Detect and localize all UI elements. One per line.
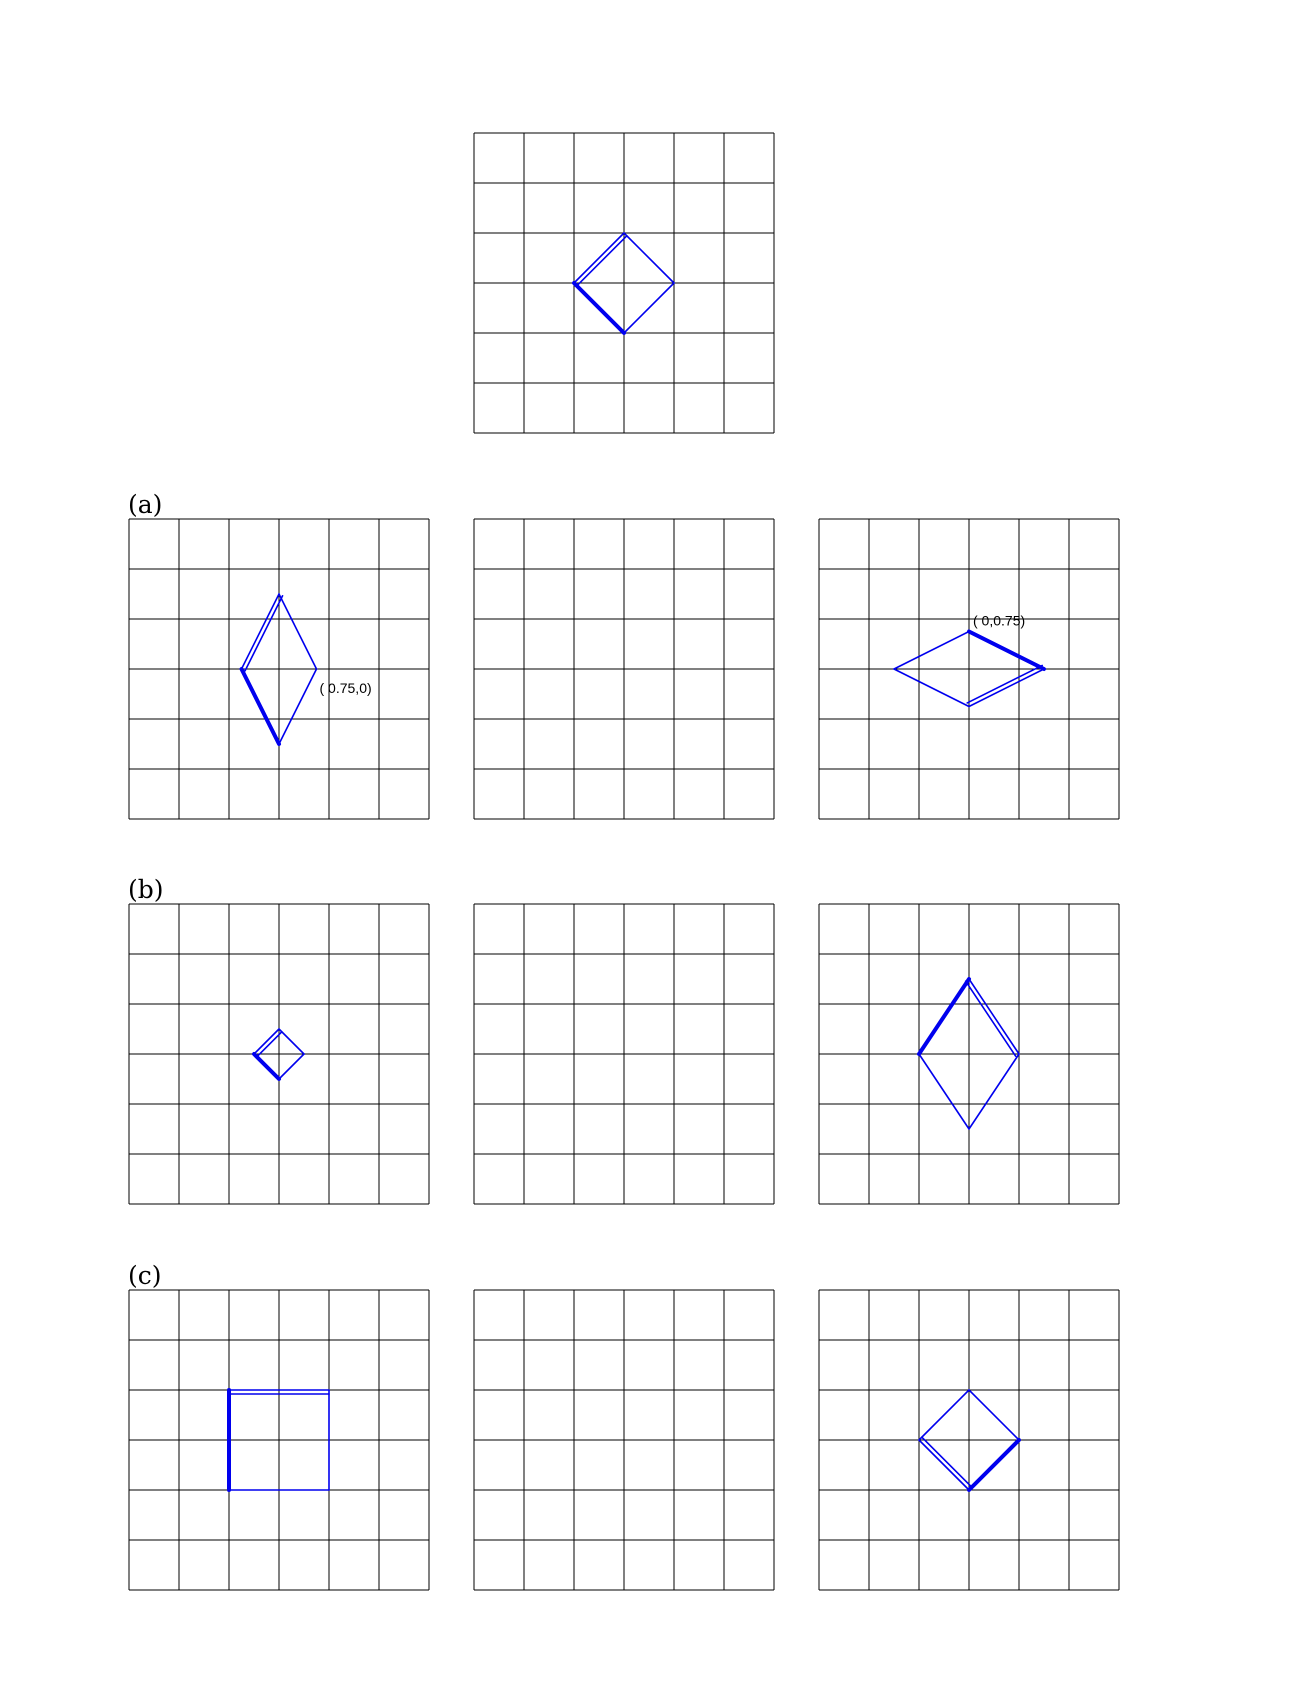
shape-edge: [278, 668, 318, 745]
figure-row: (c): [128, 1261, 1120, 1591]
grid-panel: ( 0.75,0): [128, 518, 430, 820]
shape-edge: [623, 282, 675, 334]
panels-layer: (a) ( 0.75,0) ( 0,0.75) (b) (c): [128, 132, 1120, 1591]
transformed-shape: [918, 1389, 1021, 1492]
shape-edge: [893, 668, 970, 708]
shape-edge-double: [240, 593, 280, 670]
figure-row: (a) ( 0.75,0) ( 0,0.75): [128, 490, 1120, 820]
shape-edge-double: [968, 668, 1045, 708]
grid: [818, 518, 1120, 820]
shape-edge-double-inner: [921, 1436, 973, 1488]
shape-edge-thick: [967, 629, 1046, 671]
transformed-shape: [227, 1388, 330, 1492]
grid-panel: [473, 132, 775, 434]
shape-edge: [623, 232, 675, 284]
shape-edge-thick: [967, 1438, 1021, 1492]
grid-panel: [818, 903, 1120, 1205]
shape-edge-double-inner: [964, 980, 1017, 1058]
grid: [818, 903, 1120, 1205]
shape-edge: [968, 1389, 1020, 1441]
grid: [128, 903, 430, 1205]
grid: [473, 1289, 775, 1591]
grid-panel: [128, 1289, 430, 1591]
grid-panel: [128, 903, 430, 1205]
row-label: (a): [128, 490, 162, 519]
point-label: ( 0.75,0): [320, 680, 372, 696]
shape-edge: [918, 1053, 970, 1130]
row-label: (c): [128, 1261, 162, 1290]
shape-edge-double: [968, 978, 1020, 1055]
shape-edge-double-inner: [256, 1031, 283, 1058]
grid-panel: [818, 1289, 1120, 1591]
shape-edge-double-inner: [244, 594, 284, 672]
grid-panel: [473, 1289, 775, 1591]
shape-edge: [968, 1053, 1020, 1130]
row-label: (b): [128, 875, 164, 904]
shape-edge-double-inner: [576, 235, 628, 287]
shape-edge-double: [573, 232, 625, 284]
shape-edge-thick: [239, 667, 281, 746]
point-label: ( 0,0.75): [973, 613, 1025, 629]
grid: [473, 903, 775, 1205]
figure-row: (b): [128, 875, 1120, 1205]
transformed-shape: [239, 593, 318, 746]
grid: [128, 518, 430, 820]
shape-edge-double: [918, 1439, 970, 1491]
transformed-shape: [893, 629, 1046, 708]
shape-edge: [918, 1389, 970, 1441]
transformed-shape: [917, 977, 1020, 1130]
shape-edge-thick: [917, 977, 971, 1056]
shape-edge: [893, 630, 970, 670]
shape-edge: [278, 593, 318, 670]
shape-edge: [278, 1028, 305, 1055]
transformed-shape: [572, 232, 675, 335]
shape-edge-double: [253, 1028, 280, 1055]
grid-panel: [473, 518, 775, 820]
shape-edge-thick: [252, 1052, 281, 1081]
shape-edge: [278, 1053, 305, 1080]
figure-row: [473, 132, 775, 434]
shape-edge-double-inner: [966, 664, 1044, 704]
grid-panel: [473, 903, 775, 1205]
shape-edge-thick: [572, 281, 626, 335]
grid: [473, 518, 775, 820]
grid-panel: ( 0,0.75): [818, 518, 1120, 820]
transformed-shape: [252, 1028, 305, 1081]
